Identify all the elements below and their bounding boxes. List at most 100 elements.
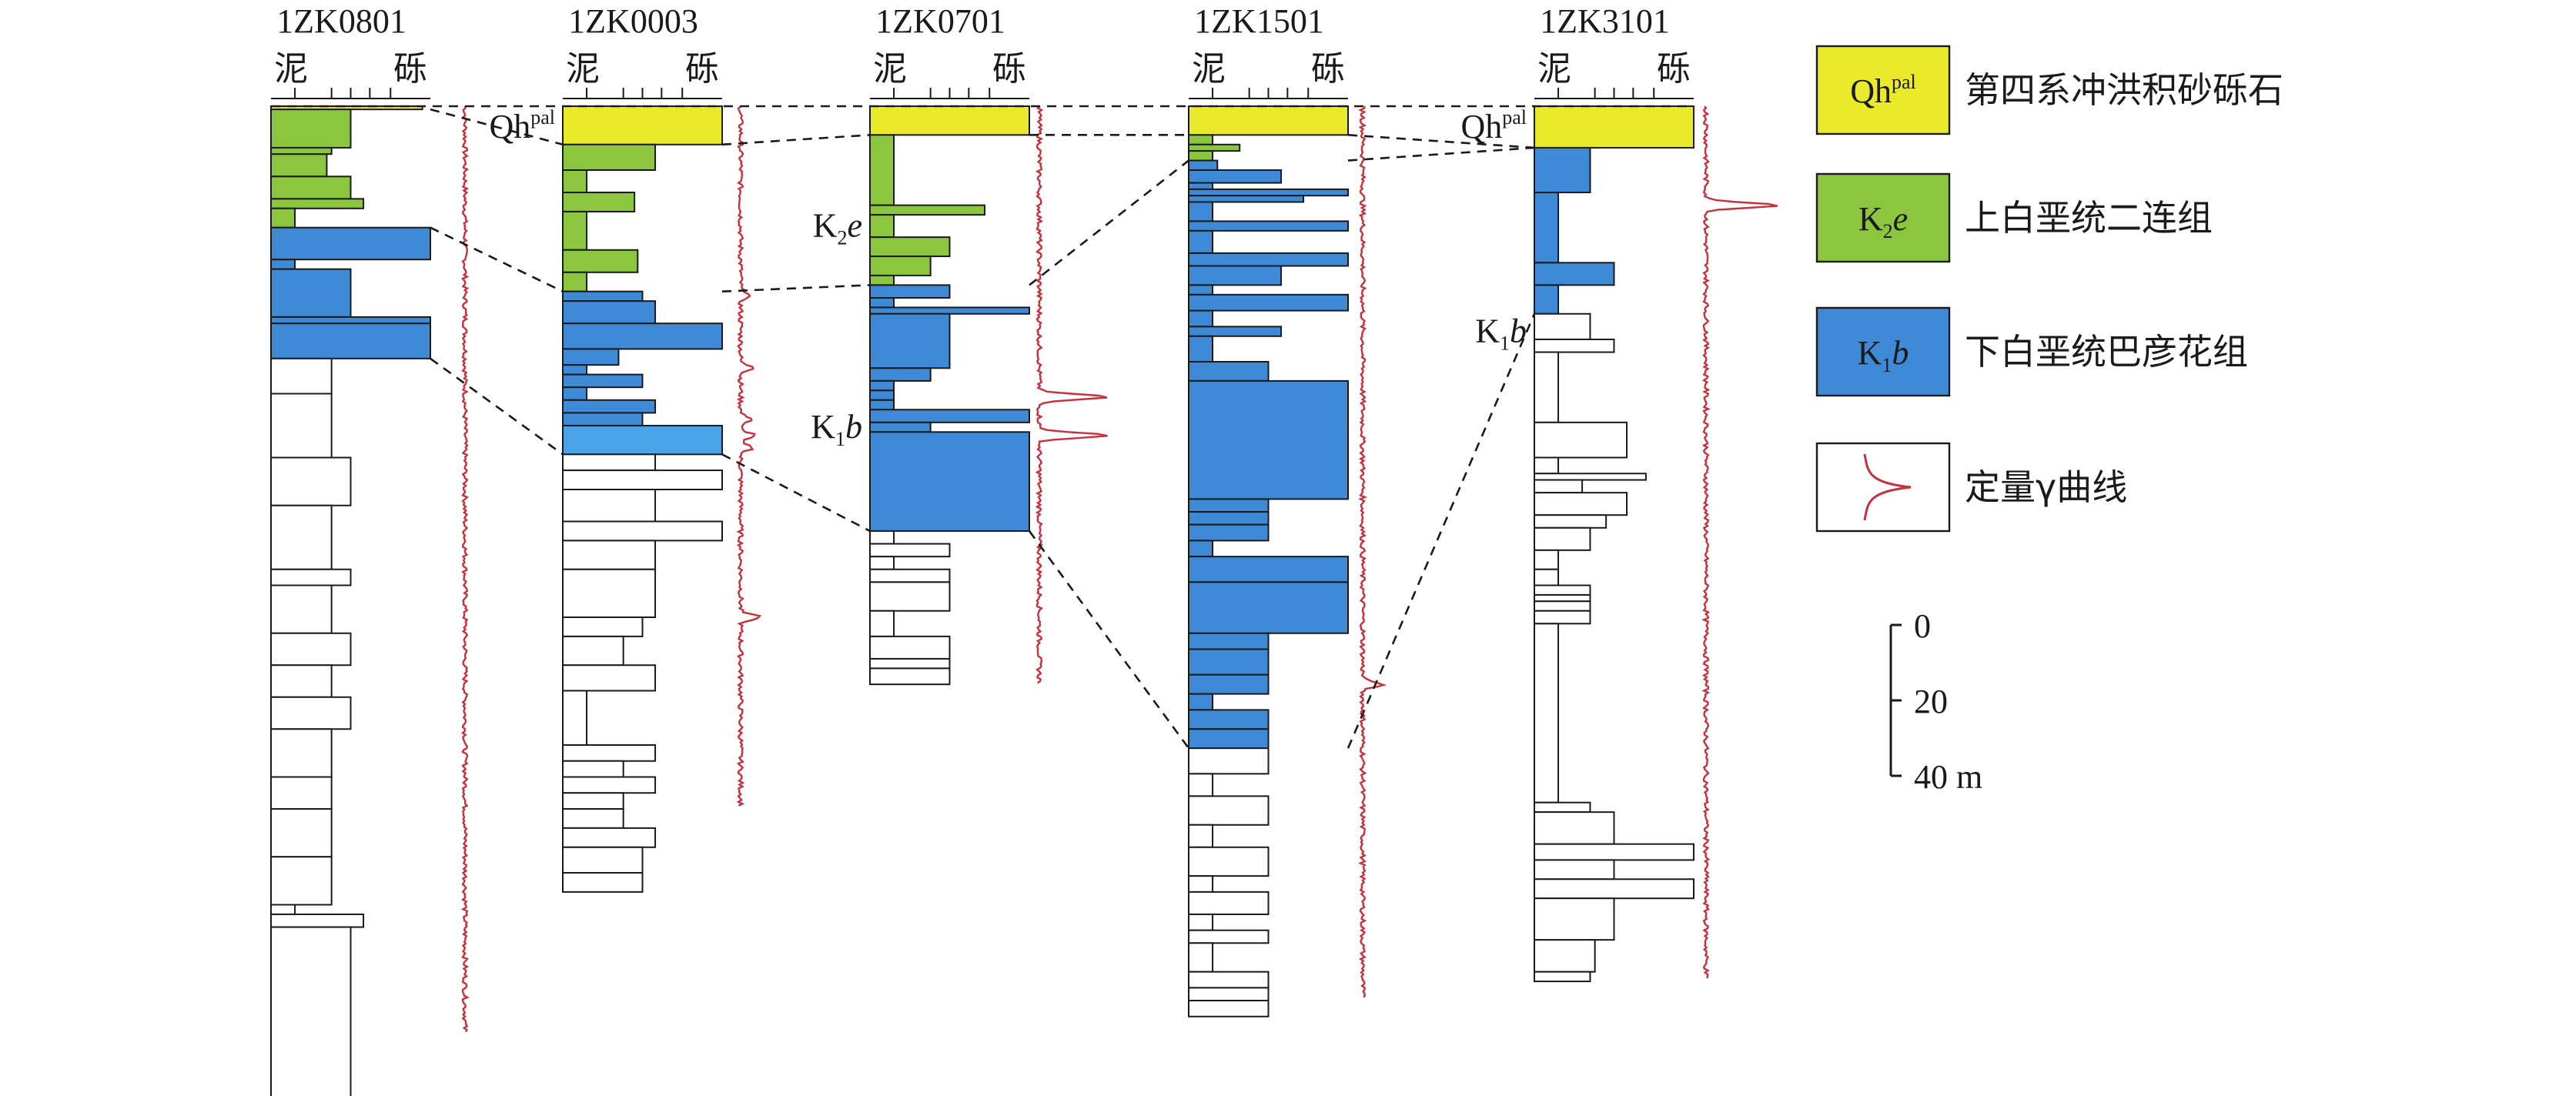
- lithology-bed: [869, 312, 951, 369]
- lithology-bed: [562, 348, 620, 366]
- lithology-bed: [270, 568, 352, 586]
- lithology-bed: [270, 259, 296, 270]
- lithology-bed: [270, 322, 431, 359]
- lithology-bed: [562, 425, 723, 456]
- correlation-line: [1029, 159, 1189, 286]
- lithology-bed: [270, 776, 333, 810]
- lithology-bed: [869, 274, 895, 286]
- lithology-bed: [869, 399, 895, 411]
- gravel-label: 砾: [1311, 49, 1345, 89]
- lithology-bed: [1534, 421, 1628, 459]
- lithology-bed: [1188, 379, 1349, 500]
- legend-swatch: [1815, 45, 1951, 135]
- lithology-bed: [1188, 188, 1349, 197]
- lithology-bed: [869, 204, 986, 216]
- mud-label: 泥: [1537, 49, 1571, 89]
- lithology-bed: [562, 192, 636, 212]
- lithology-bed: [869, 556, 895, 570]
- lithology-bed: [1188, 846, 1270, 877]
- well-title: 1ZK0003: [568, 2, 698, 40]
- legend-swatch: [1815, 442, 1951, 533]
- legend-swatch-code: K1b: [1858, 334, 1909, 376]
- lithology-bed: [270, 316, 431, 325]
- lithology-bed: [869, 543, 951, 558]
- lithology-bed: [1188, 220, 1349, 232]
- lithology-bed: [1188, 540, 1214, 558]
- lithology-bed: [1188, 361, 1270, 382]
- lithology-bed: [270, 728, 333, 778]
- lithology-bed: [562, 399, 657, 414]
- lithology-bed: [869, 367, 932, 382]
- lithology-bed: [562, 489, 657, 523]
- lithology-bed: [1534, 859, 1615, 880]
- correlation-line: [430, 226, 564, 292]
- lithology-bed: [270, 664, 333, 698]
- lithology-bed: [869, 431, 1030, 532]
- lithology-bed: [562, 169, 588, 194]
- lithology-bed: [869, 379, 895, 392]
- lithology-bed: [562, 105, 723, 145]
- lithology-bed: [1534, 939, 1596, 973]
- lithology-bed: [562, 249, 639, 273]
- lithology-bed: [1188, 942, 1214, 973]
- svg-text:Qhpal: Qhpal: [489, 106, 555, 145]
- formation-label: K2e: [813, 207, 862, 249]
- correlation-line: [430, 357, 564, 456]
- lithology-bed: [1534, 801, 1591, 814]
- lithology-bed: [1534, 492, 1628, 516]
- lithology-bed: [1534, 878, 1694, 900]
- lithology-bed: [1534, 568, 1560, 586]
- lithology-bed: [869, 256, 932, 276]
- correlation-line: [721, 453, 871, 533]
- lithology-bed: [562, 210, 588, 251]
- lithology-bed: [562, 453, 657, 472]
- well-1ZK3101: 1ZK3101泥砾: [1534, 2, 1778, 983]
- lithology-bed: [562, 744, 657, 762]
- svg-text:K2e: K2e: [813, 207, 862, 249]
- lithology-bed: [1188, 159, 1219, 172]
- lithology-bed: [869, 297, 895, 309]
- gravel-label: 砾: [685, 49, 719, 89]
- lithology-bed: [1188, 673, 1270, 695]
- lithology-bed: [1188, 1000, 1270, 1017]
- well-title: 1ZK3101: [1540, 2, 1670, 40]
- well-1ZK0701: 1ZK0701泥砾: [869, 2, 1108, 686]
- well-1ZK0801: 1ZK0801泥砾: [270, 2, 470, 1096]
- lithology-bed: [270, 808, 333, 858]
- lithology-bed: [562, 616, 644, 637]
- lithology-bed: [1188, 134, 1214, 145]
- correlation-line: [721, 284, 871, 292]
- lithology-bed: [869, 581, 951, 612]
- lithology-bed: [562, 386, 588, 401]
- lithology-bed: [869, 284, 951, 299]
- lithology-bed: [1188, 143, 1241, 152]
- lithology-bed: [869, 530, 895, 545]
- legend-swatch: [1815, 172, 1951, 263]
- correlation-line: [1028, 530, 1190, 749]
- lithology-bed: [270, 357, 333, 395]
- mud-label: 泥: [274, 49, 308, 89]
- lithology-bed: [1188, 335, 1214, 363]
- well-1ZK1501: 1ZK1501泥砾: [1188, 2, 1387, 1017]
- lithology-bed: [1188, 987, 1270, 1002]
- lithology-bed: [1534, 312, 1591, 340]
- lithology-bed: [1534, 623, 1560, 804]
- lithology-bed: [1188, 150, 1214, 162]
- correlation-line: [721, 134, 871, 146]
- lithology-bed: [1188, 890, 1270, 915]
- lithology-bed: [1188, 913, 1214, 931]
- lithology-bed: [869, 421, 932, 433]
- lithology-bed: [1188, 309, 1214, 328]
- well-title: 1ZK0701: [875, 2, 1005, 40]
- lithology-bed: [270, 207, 296, 229]
- lithology-bed: [1534, 456, 1560, 475]
- lithology-bed: [1188, 747, 1270, 775]
- lithology-bed: [1534, 971, 1591, 983]
- lithology-bed: [1534, 473, 1647, 481]
- wells-layer: 1ZK0801泥砾1ZK0003泥砾1ZK0701泥砾1ZK1501泥砾1ZK3…: [270, 2, 1778, 1096]
- lithology-bed: [1188, 201, 1214, 222]
- lithology-bed: [1534, 479, 1584, 494]
- lithology-bed: [869, 667, 951, 686]
